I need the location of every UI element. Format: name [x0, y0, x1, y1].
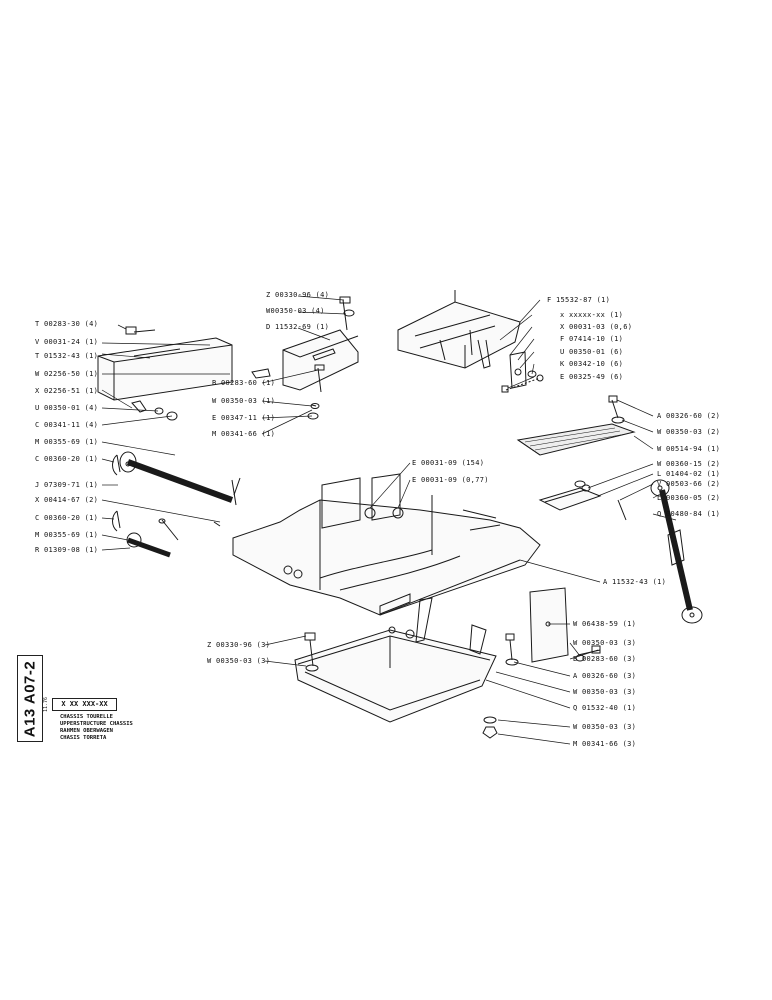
callout-label: C 00341-11 (4) — [35, 421, 99, 429]
callout-label: X 00414-67 (2) — [35, 496, 99, 504]
callout-label: U 00350-01 (4) — [35, 404, 99, 412]
callout-label: W 06438-59 (1) — [573, 620, 637, 628]
callout-label: F 07414-10 (1) — [560, 335, 624, 343]
callout-label: M 00341-66 (1) — [212, 430, 276, 438]
pins — [112, 451, 241, 558]
callout-label: W 00350-03 (3) — [573, 688, 637, 696]
sheet-titles: CHASSIS TOURELLE UPPERSTRUCTURE CHASSIS … — [60, 714, 133, 742]
callout-label: X 00031-03 (0,6) — [560, 323, 633, 331]
title-es: CHASIS TORRETA — [60, 735, 107, 741]
callout-label: Q 00480-84 (1) — [657, 510, 721, 518]
callout-label: V 00503-66 (2) — [657, 480, 721, 488]
callout-label: E 00031-09 (154) — [412, 459, 485, 467]
callout-label: A 11532-43 (1) — [603, 578, 667, 586]
callout-label: Q 01532-40 (1) — [573, 704, 637, 712]
callout-label: W 00350-03 (3) — [573, 639, 637, 647]
callout-label: C 00360-20 (1) — [35, 514, 99, 522]
callout-label: D 11532-69 (1) — [266, 323, 330, 331]
callout-label: F 15532-87 (1) — [547, 296, 611, 304]
callout-label: W 02256-50 (1) — [35, 370, 99, 378]
callout-label: C 00360-20 (1) — [35, 455, 99, 463]
callout-label: M 00355-69 (1) — [35, 531, 99, 539]
callout-label: J 07309-71 (1) — [35, 481, 99, 489]
callout-label: Z 00330-96 (4) — [266, 291, 330, 299]
callout-label: X 02256-51 (1) — [35, 387, 99, 395]
callout-label: Z 00330-96 (3) — [207, 641, 271, 649]
callout-label: x xxxxx-xx (1) — [560, 311, 624, 319]
callout-label: E 00031-09 (0,77) — [412, 476, 489, 484]
callout-label: M 00341-66 (3) — [573, 740, 637, 748]
callout-label: E 00347-11 (1) — [212, 414, 276, 422]
top-bracket — [282, 296, 359, 420]
callout-label: W 00360-15 (2) — [657, 460, 721, 468]
part-number-box: X XX XXX-XX — [52, 698, 117, 711]
title-de: RAHMEN OBERWAGEN — [60, 728, 113, 734]
callout-label: R 01309-08 (1) — [35, 546, 99, 554]
sheet-code: A13 A07-2 — [21, 660, 39, 737]
leader-lines — [101, 295, 677, 745]
mesh-plate — [516, 395, 636, 456]
callout-label: V 00031-24 (1) — [35, 338, 99, 346]
callout-label: A 00326-60 (3) — [573, 672, 637, 680]
callout-label: M 00355-69 (1) — [35, 438, 99, 446]
callout-label: T 00283-30 (4) — [35, 320, 99, 328]
callout-label: L 01404-02 (1) — [657, 470, 721, 478]
callout-label: B 00283-60 (1) — [212, 379, 276, 387]
lower-tray — [294, 597, 519, 739]
callout-label: W 00350-03 (1) — [212, 397, 276, 405]
callout-label: K 00342-10 (6) — [560, 360, 624, 368]
callout-label: U 00350-01 (6) — [560, 348, 624, 356]
hinge-plate — [538, 480, 627, 521]
title-en: UPPERSTRUCTURE CHASSIS — [60, 721, 133, 727]
callout-label: W 00350-03 (3) — [207, 657, 271, 665]
callout-label: W 00514-94 (1) — [657, 445, 721, 453]
main-chassis — [232, 473, 541, 616]
callout-label: E 00325-49 (6) — [560, 373, 624, 381]
sheet-date: 11.76 — [43, 696, 49, 712]
callout-label: W00350-03 (4) — [266, 307, 325, 315]
callout-label: T 01532-43 (1) — [35, 352, 99, 360]
sheet-code-box: A13 A07-2 — [17, 655, 43, 742]
top-right-box — [397, 290, 544, 393]
strut-rod — [650, 479, 703, 624]
title-fr: CHASSIS TOURELLE — [60, 714, 113, 720]
callout-label: W 00350-03 (3) — [573, 723, 637, 731]
callout-label: B 00283-60 (3) — [573, 655, 637, 663]
callout-label: A 00326-60 (2) — [657, 412, 721, 420]
callout-label: L 00360-05 (2) — [657, 494, 721, 502]
callout-label: W 00350-03 (2) — [657, 428, 721, 436]
left-beam — [97, 326, 271, 421]
